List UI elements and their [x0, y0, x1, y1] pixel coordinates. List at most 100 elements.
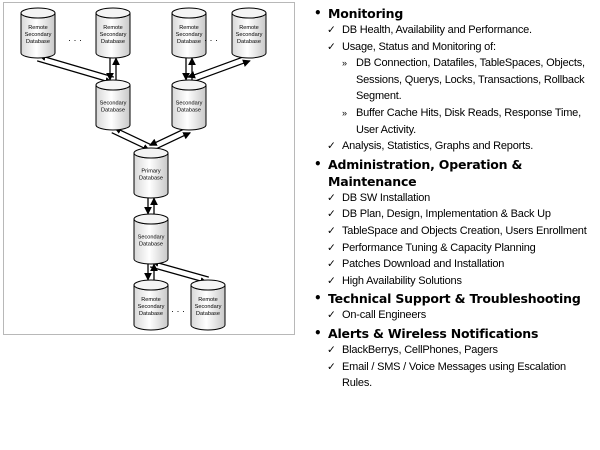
ellipsis-label: · · ·	[171, 306, 185, 316]
checkmark-icon: ✓	[327, 40, 336, 53]
section-heading: • Technical Support & Troubleshooting	[314, 290, 598, 307]
database-label: Database	[139, 311, 163, 317]
bullet-icon: •	[314, 6, 322, 20]
database-label: Primary	[141, 169, 160, 175]
database-label: Database	[101, 39, 125, 45]
database-label: Secondary	[100, 32, 127, 38]
checkmark-icon: ✓	[327, 241, 336, 254]
replication-arrow	[38, 53, 115, 78]
ellipsis-label: · · ·	[204, 35, 218, 45]
database-label: Secondary	[195, 304, 222, 310]
database-label: Database	[177, 108, 201, 114]
checkmark-icon: ✓	[327, 343, 336, 356]
list-item: ✓ TableSpace and Objects Creation, Users …	[314, 223, 598, 240]
replication-arrow	[111, 132, 151, 152]
double-chevron-icon: »	[342, 58, 347, 69]
checkmark-icon: ✓	[327, 24, 336, 36]
list-item: ✓Performance Tuning & Capacity Planning	[314, 240, 598, 257]
replication-arrow	[187, 54, 249, 79]
database-label: Secondary	[176, 32, 203, 38]
section-heading: •Alerts & Wireless Notifications	[314, 325, 598, 342]
list-item-text: TableSpace and Objects Creation, Users E…	[342, 224, 587, 237]
database-label: Database	[101, 108, 125, 114]
checkmark-icon: ✓	[327, 191, 336, 204]
bullet-icon: •	[314, 291, 322, 306]
replication-arrow	[151, 259, 209, 278]
list-item: ✓ Analysis, Statistics, Graphs and Report…	[314, 138, 598, 155]
checkmark-icon: ✓	[327, 208, 336, 221]
section-title: Administration, Operation & Maintenance	[328, 156, 523, 189]
list-item: ✓ Usage, Status and Monitoring of:	[314, 39, 598, 56]
replication-arrow	[189, 59, 251, 84]
checkmark-icon: ✓	[327, 360, 336, 373]
sub-list-item-text: Buffer Cache Hits, Disk Reads, Response …	[356, 106, 581, 136]
list-item-text: High Availability Solutions	[342, 274, 462, 287]
list-item: ✓ Email / SMS / Voice Messages using Esca…	[314, 359, 598, 392]
replication-arrow	[113, 126, 153, 146]
list-item-text: DB Plan, Design, Implementation & Back U…	[342, 208, 551, 221]
section-title: Monitoring	[328, 6, 404, 21]
list-item-text: DB SW Installation	[342, 191, 431, 204]
database-label: Remote	[198, 297, 218, 303]
database-label: Database	[177, 39, 201, 45]
list-item-text: Usage, Status and Monitoring of:	[342, 40, 496, 53]
checkmark-icon: ✓	[327, 224, 336, 237]
database-label: Secondary	[236, 32, 263, 38]
database-label: Database	[26, 39, 50, 45]
database-label: Database	[139, 242, 163, 248]
database-label: Secondary	[138, 304, 165, 310]
list-item: ✓ DB Plan, Design, Implementation & Back …	[314, 206, 598, 223]
replication-arrow	[36, 60, 113, 85]
database-label: Secondary	[176, 101, 203, 107]
bullet-icon: •	[314, 325, 322, 340]
replication-arrow	[152, 132, 191, 152]
replication-arrow	[149, 126, 188, 146]
database-label: Secondary	[100, 101, 127, 107]
section-title: Technical Support & Troubleshooting	[328, 291, 581, 307]
database-label: Database	[139, 176, 163, 182]
list-item-text: Email / SMS / Voice Messages using Escal…	[342, 360, 566, 390]
diagram-canvas: RemoteSecondaryDatabaseRemoteSecondaryDa…	[20, 7, 267, 331]
database-label: Remote	[28, 25, 48, 31]
database-label: Remote	[179, 25, 199, 31]
list-item-text: Analysis, Statistics, Graphs and Reports…	[342, 140, 534, 153]
sub-list-item: » Buffer Cache Hits, Disk Reads, Response…	[314, 105, 598, 138]
database-label: Remote	[141, 297, 161, 303]
section-heading: • Monitoring	[314, 5, 598, 22]
list-item: ✓ High Availability Solutions	[314, 273, 598, 290]
section-heading: • Administration, Operation & Maintenance	[314, 156, 598, 190]
list-item-text: DB Health, Availability and Performance.	[342, 24, 532, 36]
database-label: Database	[237, 39, 261, 45]
database-label: Remote	[103, 25, 123, 31]
list-item-text: BlackBerrys, CellPhones, Pagers	[342, 343, 498, 356]
services-list: • Monitoring ✓ DB Health, Availability and …	[314, 4, 598, 392]
list-item: ✓ BlackBerrys, CellPhones, Pagers	[314, 342, 598, 359]
database-label: Database	[196, 311, 220, 317]
database-label: Remote	[239, 25, 259, 31]
database-label: Secondary	[138, 235, 165, 241]
sub-list-item-text: DB Connection, Datafiles, TableSpaces, O…	[356, 57, 585, 103]
bullet-icon: •	[314, 156, 322, 171]
replication-arrow	[150, 266, 208, 285]
ellipsis-label: · · ·	[68, 35, 82, 45]
list-item-text: On-call Engineers	[342, 309, 427, 322]
double-chevron-icon: »	[342, 107, 347, 118]
list-item-text: Patches Download and Installation	[342, 258, 505, 271]
list-item: ✓ DB Health, Availability and Performance…	[314, 22, 598, 39]
list-item: ✓Patches Download and Installation	[314, 256, 598, 273]
checkmark-icon: ✓	[327, 274, 336, 287]
checkmark-icon: ✓	[327, 309, 336, 322]
database-label: Secondary	[25, 32, 52, 38]
checkmark-icon: ✓	[327, 140, 336, 153]
